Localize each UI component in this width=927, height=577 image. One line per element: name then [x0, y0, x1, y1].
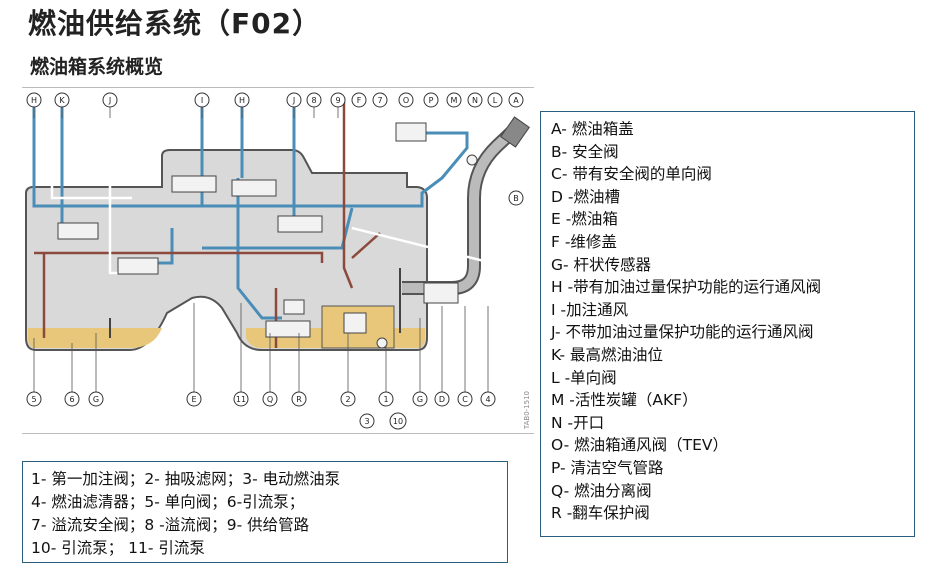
component-legend: A- 燃油箱盖 B- 安全阀 C- 带有安全阀的单向阀 D -燃油槽 E -燃油… [540, 111, 915, 537]
legend-item: E -燃油箱 [551, 210, 618, 229]
valve-L [466, 154, 478, 166]
bottom-label-0: 5 [31, 395, 36, 404]
diagram-tag: TAB0-1510 [523, 390, 531, 429]
legend-item: I -加注通风 [551, 300, 629, 319]
bottom-label-2: G [93, 395, 99, 404]
pump-1 [376, 337, 388, 349]
legend-item: A- 燃油箱盖 [551, 120, 634, 138]
legend-item: Q- 燃油分离阀 [551, 481, 652, 500]
bottom-label-12: D [439, 395, 445, 404]
legend-item: C- 带有安全阀的单向阀 [551, 165, 712, 184]
leader-lines [33, 106, 489, 392]
page-subtitle: 燃油箱系统概览 [30, 56, 164, 78]
bottom-label-10: 10 [393, 417, 403, 426]
legend-item: G- 杆状传感器 [551, 255, 652, 274]
bottom-label-4: 11 [236, 395, 246, 404]
top-label-11: P [429, 96, 434, 105]
legend-item: H -带有加油过量保护功能的运行通风阀 [551, 278, 822, 297]
number-legend-line: 7- 溢流安全阀；8 -溢流阀；9- 供给管路 [31, 516, 310, 534]
fuel-cap [500, 116, 530, 148]
bottom-label-11: G [417, 395, 423, 404]
legend-item: L -单向阀 [551, 368, 617, 387]
bottom-label-5: Q [267, 395, 273, 404]
top-label-2: J [108, 96, 111, 105]
top-label-13: N [472, 96, 478, 105]
legend-item: J- 不带加油过量保护功能的运行通风阀 [551, 323, 814, 342]
top-label-9: 7 [377, 96, 382, 105]
bottom-label-9: 1 [383, 395, 388, 404]
top-label-7: 9 [335, 96, 340, 105]
legend-item: O- 燃油箱通风阀（TEV） [551, 436, 729, 455]
top-label-4: H [239, 96, 245, 105]
top-label-8: F [357, 96, 362, 105]
legend-item: P- 清洁空气管路 [551, 458, 664, 477]
fuel-level-left [28, 328, 162, 348]
legend-item: K- 最高燃油油位 [551, 345, 664, 364]
bottom-label-3: E [191, 395, 196, 404]
bottom-label-1: 6 [69, 395, 74, 404]
page-title: 燃油供给系统（F02） [28, 7, 322, 40]
number-legend: 1- 第一加注阀；2- 抽吸滤网；3- 电动燃油泵 4- 燃油滤清器；5- 单向… [22, 461, 508, 563]
legend-item: B- 安全阀 [551, 142, 619, 161]
legend-item: D -燃油槽 [551, 187, 620, 206]
top-label-6: 8 [311, 96, 316, 105]
top-label-14: L [493, 96, 498, 105]
diagram-svg: H K J I H J 8 9 F 7 O P M N L A B 5 6 G … [25, 92, 530, 430]
legend-item: M -活性炭罐（AKF） [551, 391, 698, 410]
legend-item: R -翻车保护阀 [551, 504, 650, 523]
bottom-label-8: 3 [364, 417, 369, 426]
number-legend-line: 4- 燃油滤清器；5- 单向阀；6-引流泵； [31, 493, 305, 511]
side-label-B: B [513, 194, 519, 203]
top-label-3: I [201, 96, 203, 105]
legend-item: N -开口 [551, 413, 605, 432]
legend-item: F -维修盖 [551, 232, 617, 251]
top-label-0: H [31, 96, 37, 105]
top-label-15: A [513, 96, 519, 105]
number-legend-line: 1- 第一加注阀；2- 抽吸滤网；3- 电动燃油泵 [31, 470, 341, 488]
fuel-tank-diagram: H K J I H J 8 9 F 7 O P M N L A B 5 6 G … [22, 87, 534, 434]
top-label-10: O [403, 96, 409, 105]
bottom-label-7: 2 [345, 395, 350, 404]
bottom-label-14: 4 [485, 395, 490, 404]
top-label-1: K [59, 96, 65, 105]
bottom-label-6: R [296, 395, 302, 404]
valve-boxes [57, 122, 459, 338]
supply-lines [34, 98, 381, 348]
bottom-label-13: C [462, 395, 468, 404]
bottom-callouts: 5 6 G E 11 Q R 2 3 1 10 G D C 4 [26, 391, 496, 430]
top-label-5: J [292, 96, 295, 105]
top-label-12: M [451, 96, 458, 105]
top-callouts: H K J I H J 8 9 F 7 O P M N L A [26, 92, 524, 108]
number-legend-line: 10- 引流泵； 11- 引流泵 [31, 539, 205, 557]
